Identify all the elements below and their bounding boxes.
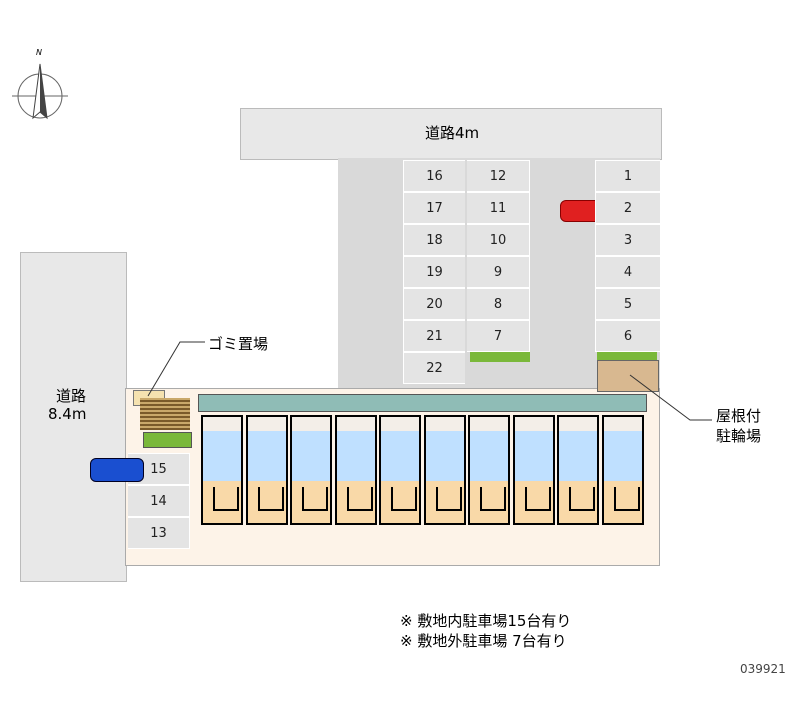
parking-space: 5 (595, 288, 660, 320)
bike-label-1: 屋根付 (716, 407, 762, 425)
planter-middle (470, 350, 530, 362)
parking-space: 11 (467, 192, 530, 224)
road-west-label-1: 道路 (56, 387, 87, 405)
parking-space: 7 (467, 320, 530, 352)
hedge (140, 398, 190, 430)
parking-space: 1 (595, 160, 660, 192)
blue-car-icon (90, 458, 144, 482)
planter-west (143, 432, 192, 448)
map-code: 039921 (740, 662, 786, 676)
parking-space: 16 (403, 160, 465, 192)
parking-space: 13 (128, 517, 190, 549)
bike-parking (597, 360, 659, 392)
road-west-label-2: 8.4m (48, 405, 87, 423)
apartment-unit (423, 415, 466, 525)
parking-space: 12 (467, 160, 530, 192)
planter-bike (597, 350, 657, 360)
parking-space: 4 (595, 256, 660, 288)
garbage-label: ゴミ置場 (208, 335, 269, 353)
parking-space: 21 (403, 320, 465, 352)
apartment-unit (245, 415, 288, 525)
parking-space: 18 (403, 224, 465, 256)
parking-space: 9 (467, 256, 530, 288)
apartment-unit (468, 415, 510, 525)
parking-space: 14 (128, 485, 190, 517)
parking-space: 10 (467, 224, 530, 256)
parking-space: 19 (403, 256, 465, 288)
road-north (240, 108, 662, 160)
apartment-unit (290, 415, 332, 525)
apartment-unit (512, 415, 555, 525)
apartment-unit (557, 415, 599, 525)
parking-space: 6 (595, 320, 660, 352)
parking-space: 2 (595, 192, 660, 224)
parking-space: 8 (467, 288, 530, 320)
road-north-label: 道路4m (425, 124, 480, 142)
parking-space: 3 (595, 224, 660, 256)
compass-icon (12, 63, 68, 120)
corridor (198, 394, 647, 412)
parking-space: 22 (403, 352, 465, 384)
apartment-unit (334, 415, 377, 525)
note-onsite-parking: ※ 敷地内駐車場15台有り (400, 612, 572, 630)
note-offsite-parking: ※ 敷地外駐車場 7台有り (400, 632, 567, 650)
parking-space: 20 (403, 288, 465, 320)
parking-space: 17 (403, 192, 465, 224)
apartment-unit (379, 415, 421, 525)
apartment-unit (601, 415, 644, 525)
north-label: N (36, 48, 42, 57)
compass: N (10, 48, 70, 128)
bike-label-2: 駐輪場 (716, 427, 762, 445)
apartment-unit (201, 415, 243, 525)
